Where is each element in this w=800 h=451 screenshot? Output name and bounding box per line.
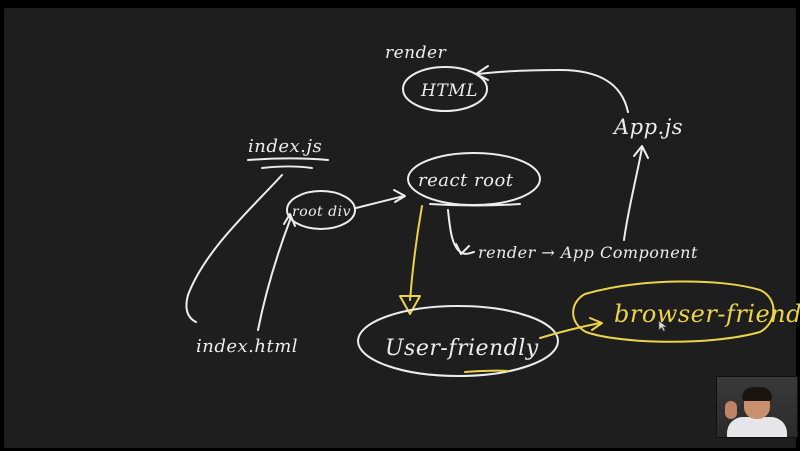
html-node-label: HTML [420,81,478,101]
webcam-overlay [716,376,798,438]
arrow-root-to-react-head [393,189,406,203]
pointer-cursor-icon [658,320,668,332]
root-div-outline [286,190,356,230]
index-js-underline [247,157,329,161]
arrow-component-to-app [623,147,643,241]
arrow-root-to-react [355,195,405,209]
user-friendly-outline [357,305,559,377]
react-root-underline [429,203,521,207]
arrow-react-to-render-head [455,243,470,255]
html-node-outline [402,66,488,112]
react-root-label: react root [418,170,514,191]
arrow-index-html-to-root-head [283,213,296,227]
user-friendly-underline [464,369,509,373]
arrow-app-to-html [477,69,629,113]
presenter-hair [742,387,772,401]
render-label: render [385,43,447,63]
index-html-label: index.html [196,336,298,357]
arrow-react-to-render [447,209,475,255]
arrow-component-to-app-head [633,145,649,159]
index-js-label: index.js [248,136,322,157]
arrow-index-html-to-root [257,219,291,331]
arrow-user-to-browser [539,322,601,339]
whiteboard-canvas [4,8,796,448]
arrow-user-to-browser-head [589,317,603,331]
curve-index-js-to-html [185,174,283,323]
presenter-shirt [727,417,787,437]
render-app-component-label: render → App Component [478,243,698,262]
arrow-react-to-user [409,205,423,301]
browser-friendly-outline [572,280,775,343]
app-js-label: App.js [612,115,683,139]
presenter-hand [725,401,737,419]
index-js-underline-2 [261,165,313,169]
root-div-label: root div [292,204,351,220]
arrow-react-to-user-head [399,295,421,315]
arrow-app-to-html-head [475,65,489,81]
browser-friendly-label: browser-friendly [614,300,800,328]
user-friendly-label: User-friendly [385,336,539,361]
